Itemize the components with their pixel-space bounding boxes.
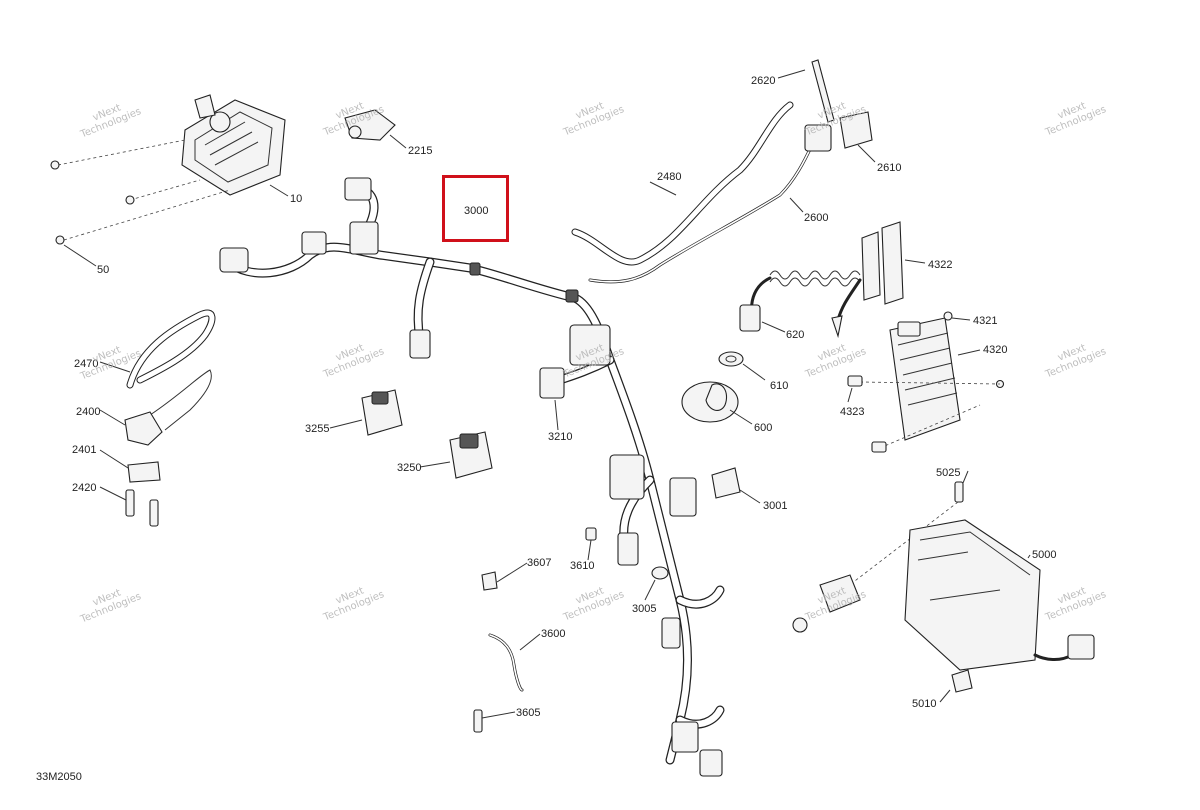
parts-2400-series-drawing [99,309,216,527]
module-10-drawing [50,94,289,267]
part-label-10[interactable]: 10 [290,193,303,205]
part-label-610[interactable]: 610 [770,380,789,392]
part-label-3250[interactable]: 3250 [397,462,422,474]
part-label-5000[interactable]: 5000 [1032,549,1057,561]
part-label-2401[interactable]: 2401 [72,444,97,456]
part-label-2480[interactable]: 2480 [657,171,682,183]
part-label-3610[interactable]: 3610 [570,560,595,572]
module-5000-drawing [792,470,1095,703]
module-4320-drawing [847,221,1005,453]
part-label-3000[interactable]: 3000 [464,205,489,217]
part-label-4321[interactable]: 4321 [973,315,998,327]
part-label-4323[interactable]: 4323 [840,406,865,418]
switches-drawing [329,389,559,479]
part-label-3001[interactable]: 3001 [763,500,788,512]
part-label-4322[interactable]: 4322 [928,259,953,271]
coil-cable-620-drawing [739,270,862,339]
part-label-2400[interactable]: 2400 [76,406,101,418]
part-label-3005[interactable]: 3005 [632,603,657,615]
diagram-reference-code: 33M2050 [36,771,82,783]
part-label-2420[interactable]: 2420 [72,482,97,494]
part-label-3255[interactable]: 3255 [305,423,330,435]
part-label-3607[interactable]: 3607 [527,557,552,569]
ground-parts-drawing [473,527,669,733]
part-label-50[interactable]: 50 [97,264,110,276]
part-label-5010[interactable]: 5010 [912,698,937,710]
bracket-2215-drawing [344,109,407,149]
part-label-2470[interactable]: 2470 [74,358,99,370]
part-label-2620[interactable]: 2620 [751,75,776,87]
part-3001-drawing [711,467,761,504]
part-label-620[interactable]: 620 [786,329,805,341]
tubes-drawing [571,59,876,284]
part-label-600[interactable]: 600 [754,422,773,434]
part-label-3210[interactable]: 3210 [548,431,573,443]
part-label-5025[interactable]: 5025 [936,467,961,479]
main-harness-drawing [219,177,725,777]
part-label-3605[interactable]: 3605 [516,707,541,719]
part-label-3600[interactable]: 3600 [541,628,566,640]
part-label-2600[interactable]: 2600 [804,212,829,224]
parts-600-610-drawing [681,351,766,425]
highlight-box-3000 [442,175,509,242]
part-label-2610[interactable]: 2610 [877,162,902,174]
part-label-2215[interactable]: 2215 [408,145,433,157]
part-label-4320[interactable]: 4320 [983,344,1008,356]
